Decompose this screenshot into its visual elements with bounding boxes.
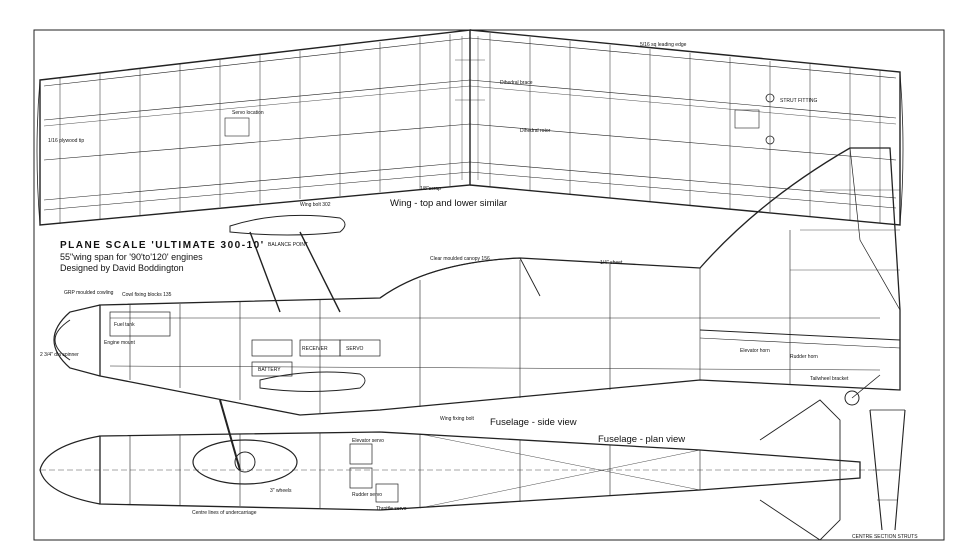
wing-ribs-left	[59, 34, 451, 224]
upper-wing-section	[229, 214, 346, 236]
callout-elevator-servo: Elevator servo	[352, 438, 384, 444]
callout-engine-mount: Engine mount	[104, 340, 135, 346]
wing-left-panel	[39, 29, 471, 226]
fuselage-plan-label: Fuselage - plan view	[598, 434, 685, 445]
callout-strut-fitting: STRUT FITTING	[780, 98, 818, 104]
callout-leading-edge: 5/16 sq leading edge	[640, 42, 687, 48]
callout-wheels: 3" wheels	[270, 488, 292, 494]
wing-ribs-right	[489, 33, 881, 223]
callout-balance-point: BALANCE POINT	[268, 242, 308, 248]
centre-section-struts	[869, 409, 906, 531]
callout-battery: BATTERY	[258, 367, 281, 373]
callout-throttle-servo: Throttle servo	[376, 506, 407, 512]
wing-top-view	[36, 29, 904, 226]
callout-wing-bolt: Wing bolt 302	[300, 202, 331, 208]
lower-wing-section	[259, 371, 366, 392]
callout-undercarriage: Centre lines of undercarriage	[192, 510, 257, 516]
callout-rudder-horn: Rudder horn	[790, 354, 818, 360]
callout-rudder-servo: Rudder servo	[352, 492, 382, 498]
plan-outline	[99, 431, 861, 511]
plan-title: PLANE SCALE 'ULTIMATE 300-10'	[60, 240, 265, 251]
callout-tailwheel: Tailwheel bracket	[810, 376, 849, 382]
fuselage-plan-view	[39, 399, 880, 541]
callout-cowl-fixing: Cowl fixing blocks 135	[122, 292, 172, 298]
callout-wing-fixing: Wing fixing bolt	[440, 416, 475, 422]
callout-elevator-horn: Elevator horn	[740, 348, 770, 354]
centre-struts-label: CENTRE SECTION STRUTS	[852, 534, 918, 540]
callout-sheet-top: 1/4" sheet	[600, 260, 623, 266]
callout-receiver: RECEIVER	[302, 346, 328, 352]
plan-designer: Designed by David Boddington	[60, 263, 184, 273]
wing-view-label: Wing - top and lower similar	[390, 198, 507, 209]
callout-spinner: 2 3/4" dia spinner	[40, 352, 79, 358]
callout-grp-cowl: GRP moulded cowling	[64, 290, 114, 296]
canopy-outline	[379, 257, 541, 299]
fuselage-side-view	[53, 147, 901, 471]
callout-dihedral-brace: Dihedral brace	[500, 80, 533, 86]
plan-subtitle: 55"wing span for '90'to'120' engines	[60, 252, 203, 262]
callout-dihedral-rotor: Dihedral rotor	[520, 128, 551, 134]
callout-trailing-edge: 1/8"scrap	[420, 186, 441, 192]
wing-right-panel	[469, 29, 901, 226]
callout-servo-location: Servo location	[232, 110, 264, 116]
callout-fuel-tank: Fuel tank	[114, 322, 135, 328]
cowl-outline	[53, 304, 101, 377]
callout-wing-tip: 1/16 plywood tip	[48, 138, 84, 144]
callout-servo: SERVO	[346, 346, 364, 352]
callout-clear-canopy: Clear moulded canopy 156	[430, 256, 490, 262]
fuselage-side-label: Fuselage - side view	[490, 417, 577, 428]
sheet-border	[33, 29, 945, 541]
title-block: PLANE SCALE 'ULTIMATE 300-10' 55"wing sp…	[60, 240, 340, 274]
